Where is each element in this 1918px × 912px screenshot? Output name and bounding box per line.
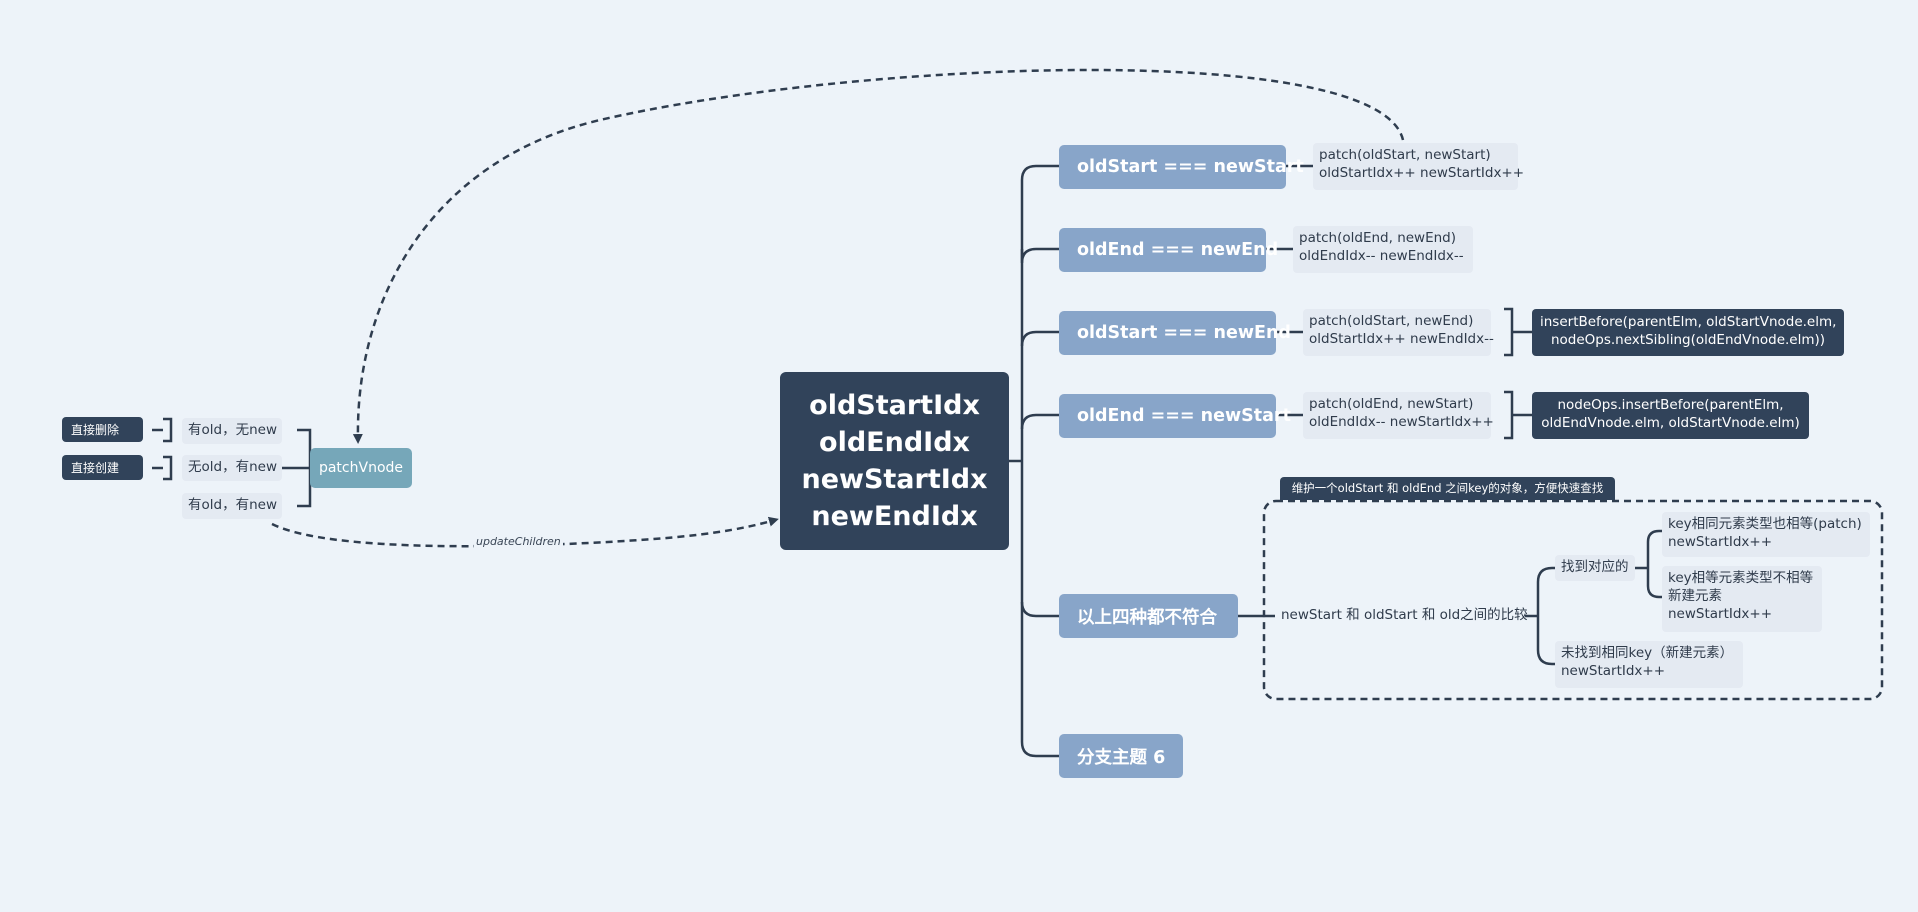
not-found-node[interactable]: 未找到相同key（新建元素） newStartIdx++ xyxy=(1555,641,1743,688)
branch-old-end-new-start[interactable]: oldEnd === newStart xyxy=(1059,394,1291,438)
trunk xyxy=(1020,180,1059,758)
found-line: newStartIdx++ xyxy=(1668,534,1773,550)
detail-old-end-new-start[interactable]: patch(oldEnd, newStart) oldEndIdx-- newS… xyxy=(1303,392,1494,439)
patch-vnode-label: patchVnode xyxy=(318,460,404,476)
update-children-label: updateChildren xyxy=(474,535,563,548)
detail-line: patch(oldStart, newStart) xyxy=(1319,147,1491,163)
summary-insert-before[interactable]: insertBefore(parentElm, oldStartVnode.el… xyxy=(1532,309,1844,356)
summary-line: nodeOps.insertBefore(parentElm, xyxy=(1557,397,1784,413)
update-children-curve xyxy=(271,516,779,548)
action-label: 直接创建 xyxy=(71,461,120,475)
case-label: 有old，有new xyxy=(188,497,277,513)
detail-line: patch(oldStart, newEnd) xyxy=(1309,313,1474,329)
compare-node[interactable]: newStart 和 oldStart 和 old之间的比较 xyxy=(1275,603,1528,629)
found-line: 新建元素 xyxy=(1668,588,1722,604)
found-line: newStartIdx++ xyxy=(1668,606,1773,622)
summary-line: insertBefore(parentElm, oldStartVnode.el… xyxy=(1540,314,1837,330)
detail-line: oldStartIdx++ newStartIdx++ xyxy=(1319,165,1525,181)
branch-old-start-new-end[interactable]: oldStart === newEnd xyxy=(1059,311,1291,355)
found-line: key相同元素类型也相等(patch) xyxy=(1668,516,1862,532)
summary-node-ops-insert-before[interactable]: nodeOps.insertBefore(parentElm, oldEndVn… xyxy=(1532,392,1809,439)
branch-topic-6[interactable]: 分支主题 6 xyxy=(1059,734,1183,778)
branch-old-end-new-end[interactable]: oldEnd === newEnd xyxy=(1059,228,1278,272)
branch-label: oldEnd === newEnd xyxy=(1077,240,1279,260)
branch-old-start-new-start[interactable]: oldStart === newStart xyxy=(1059,145,1304,189)
boundary-label: 维护一个oldStart 和 oldEnd 之间key的对象，方便快速查找 xyxy=(1280,477,1615,500)
detail-line: oldEndIdx-- newStartIdx++ xyxy=(1309,414,1494,430)
branch-label: oldStart === newEnd xyxy=(1077,323,1291,343)
detail-line: oldStartIdx++ newEndIdx-- xyxy=(1309,331,1494,347)
branch-none-matched[interactable]: 以上四种都不符合 xyxy=(1059,594,1238,638)
patch-vnode-node[interactable]: patchVnode xyxy=(310,448,412,488)
not-found-line: newStartIdx++ xyxy=(1561,663,1666,679)
case-label: 无old，有new xyxy=(188,459,277,475)
root-line-3: newStartIdx xyxy=(801,464,988,495)
action-label: 直接删除 xyxy=(71,423,120,437)
branch-label: oldStart === newStart xyxy=(1077,157,1304,177)
not-found-line: 未找到相同key（新建元素） xyxy=(1561,645,1734,661)
case-no-old-new[interactable]: 无old，有new xyxy=(182,455,282,481)
detail-line: oldEndIdx-- newEndIdx-- xyxy=(1299,248,1464,264)
summary-line: oldEndVnode.elm, oldStartVnode.elm) xyxy=(1541,415,1800,431)
found-same-type[interactable]: key相同元素类型也相等(patch) newStartIdx++ xyxy=(1662,512,1870,557)
branch-label: 以上四种都不符合 xyxy=(1077,607,1217,628)
root-line-4: newEndIdx xyxy=(811,501,978,532)
case-label: 有old，无new xyxy=(188,422,277,438)
detail-old-start-new-start[interactable]: patch(oldStart, newStart) oldStartIdx++ … xyxy=(1313,143,1525,190)
branch-label: oldEnd === newStart xyxy=(1077,406,1291,426)
found-different-type[interactable]: key相等元素类型不相等 新建元素 newStartIdx++ xyxy=(1662,566,1822,632)
found-node[interactable]: 找到对应的 xyxy=(1555,555,1635,581)
case-old-and-new[interactable]: 有old，有new xyxy=(182,493,282,519)
root-line-1: oldStartIdx xyxy=(809,390,980,421)
found-text: 找到对应的 xyxy=(1561,559,1629,575)
action-create[interactable]: 直接创建 xyxy=(62,455,143,480)
detail-old-end-new-end[interactable]: patch(oldEnd, newEnd) oldEndIdx-- newEnd… xyxy=(1293,226,1473,273)
found-line: key相等元素类型不相等 xyxy=(1668,570,1814,586)
trunk-top xyxy=(1020,164,1059,181)
case-old-no-new[interactable]: 有old，无new xyxy=(182,418,282,444)
loop-curve xyxy=(352,68,1405,444)
detail-old-start-new-end[interactable]: patch(oldStart, newEnd) oldStartIdx++ ne… xyxy=(1303,309,1494,356)
branch-label: 分支主题 6 xyxy=(1077,747,1166,768)
action-delete[interactable]: 直接删除 xyxy=(62,417,143,442)
boundary-label-text: 维护一个oldStart 和 oldEnd 之间key的对象，方便快速查找 xyxy=(1291,481,1604,495)
detail-line: patch(oldEnd, newEnd) xyxy=(1299,230,1457,246)
compare-text: newStart 和 oldStart 和 old之间的比较 xyxy=(1281,607,1528,623)
root-line-2: oldEndIdx xyxy=(819,427,970,458)
root-node[interactable]: oldStartIdx oldEndIdx newStartIdx newEnd… xyxy=(780,372,1009,550)
detail-line: patch(oldEnd, newStart) xyxy=(1309,396,1474,412)
boundary-box xyxy=(1262,499,1884,701)
summary-line: nodeOps.nextSibling(oldEndVnode.elm)) xyxy=(1550,332,1826,348)
